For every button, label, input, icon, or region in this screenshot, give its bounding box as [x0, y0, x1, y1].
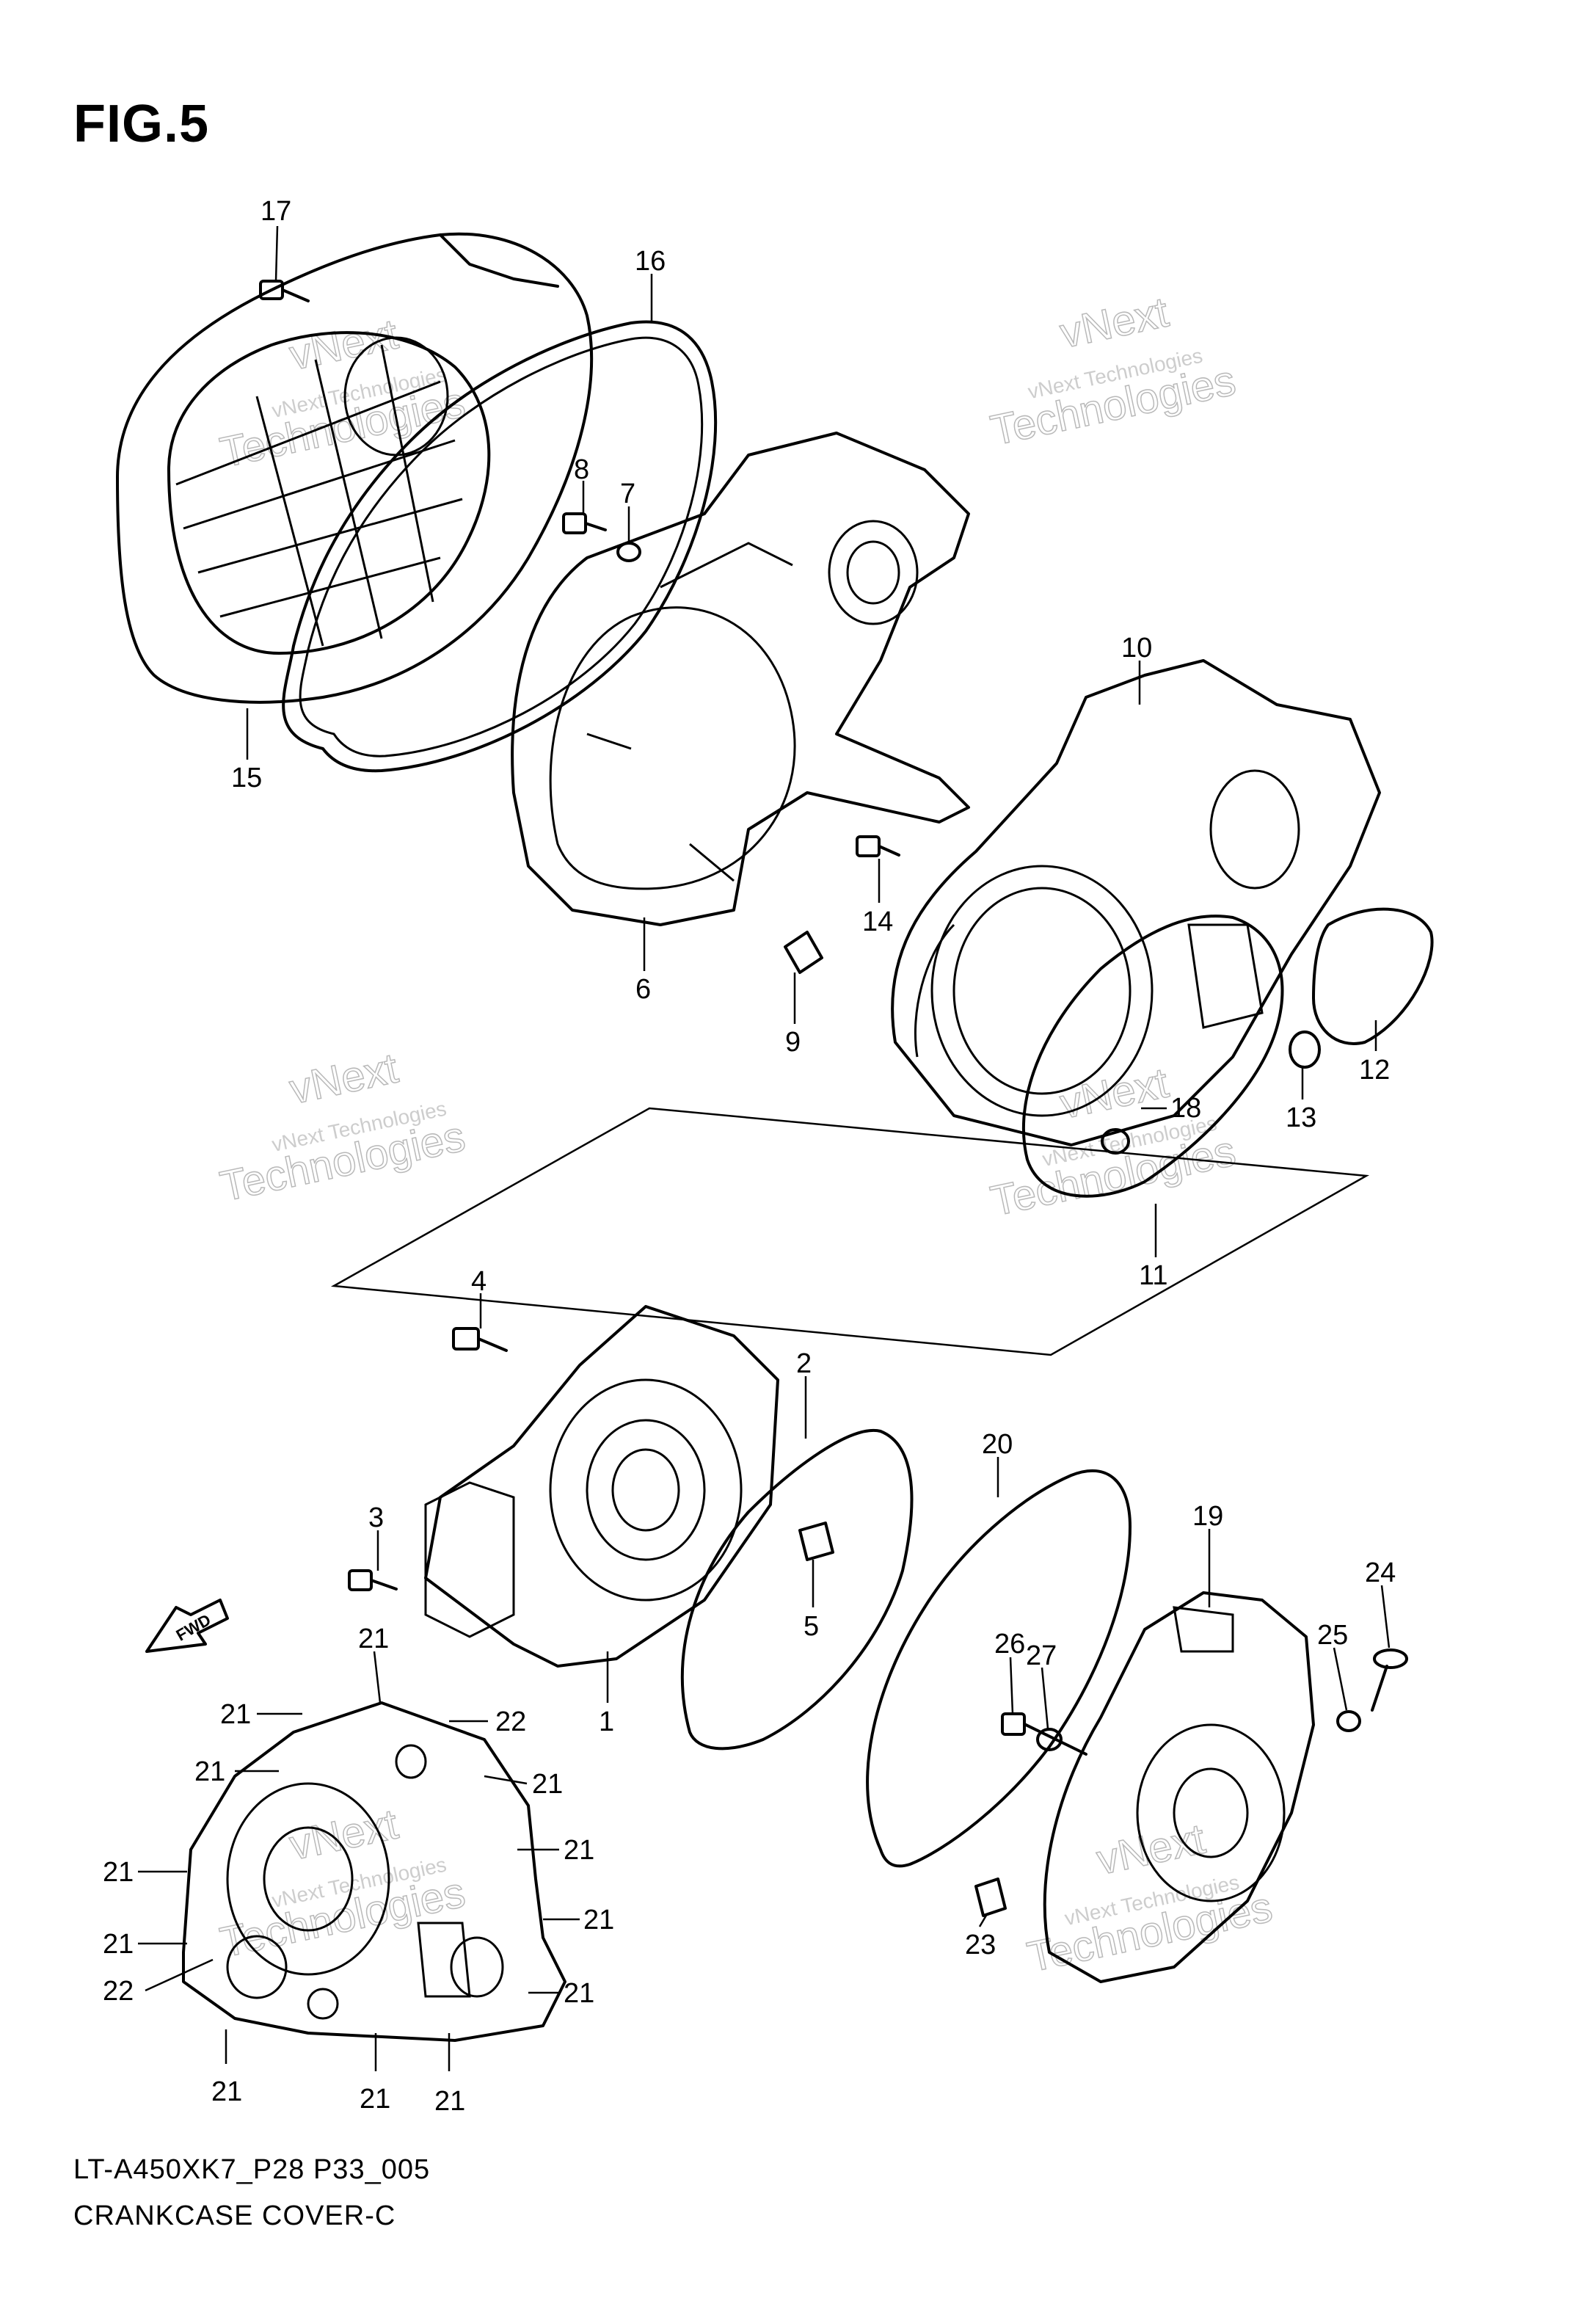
part-14-bolt: [856, 835, 900, 857]
callout-1: 1: [599, 1706, 614, 1737]
callout-13: 13: [1286, 1102, 1316, 1133]
part-25-o-ring: [1336, 1710, 1361, 1732]
part-3-bolt: [348, 1569, 398, 1591]
callout-14: 14: [862, 906, 893, 937]
part-2-gasket: [680, 1428, 914, 1751]
callout-12: 12: [1359, 1055, 1390, 1086]
callout-21-bottom-3: 21: [434, 2086, 465, 2117]
callout-21-right-2: 21: [564, 1835, 594, 1866]
callout-21-right-3: 21: [583, 1905, 614, 1935]
callout-17: 17: [260, 196, 291, 227]
assembly-plane-outline: [330, 1107, 1370, 1356]
callout-23: 23: [965, 1930, 996, 1960]
caption-model-code: LT-A450XK7_P28 P33_005: [73, 2154, 431, 2185]
callout-21-upper-left: 21: [220, 1699, 251, 1730]
callout-21-left-2: 21: [194, 1756, 225, 1787]
part-5-dowel: [798, 1522, 834, 1561]
part-8-bolt: [562, 512, 607, 534]
part-20-gasket: [866, 1469, 1132, 1868]
watermark-vnext: vNext: [1056, 1059, 1173, 1128]
part-1-inner-cover: [424, 1305, 779, 1668]
callout-21-top: 21: [358, 1624, 389, 1654]
callout-9: 9: [785, 1027, 801, 1058]
part-27-washer: [1036, 1728, 1063, 1751]
part-callouts: 17 16 15 8 7 6 9 10 14 12 13 18 11 4 2 3…: [103, 196, 1396, 2117]
part-11-gasket: [1021, 915, 1284, 1198]
callout-21-left-4: 21: [103, 1929, 134, 1960]
callout-21-left-3: 21: [103, 1857, 134, 1888]
leader-lines: [138, 225, 1391, 2071]
callout-4: 4: [471, 1266, 487, 1297]
cover-reference-view: [182, 1701, 566, 2042]
part-12-gasket: [1312, 907, 1434, 1045]
callout-21-right-4: 21: [564, 1978, 594, 2009]
part-4-bolt: [452, 1327, 508, 1352]
part-13-seal: [1289, 1030, 1321, 1069]
callout-2: 2: [796, 1348, 812, 1379]
callout-16: 16: [635, 246, 666, 277]
callout-10: 10: [1121, 633, 1152, 664]
forward-direction-arrow: FWD: [145, 1599, 229, 1653]
part-15-outer-cover: [116, 232, 594, 704]
fwd-label: FWD: [173, 1610, 214, 1645]
watermark-vnext: vNext: [285, 1800, 402, 1869]
callout-25: 25: [1317, 1620, 1348, 1651]
part-17-bolt: [259, 280, 310, 302]
callout-6: 6: [635, 974, 651, 1005]
caption-section-name: CRANKCASE COVER-C: [73, 2200, 396, 2231]
part-16-gasket: [282, 320, 718, 773]
callout-24: 24: [1365, 1557, 1396, 1588]
callout-21-bottom-1: 21: [211, 2076, 242, 2107]
part-19-outer-cover: [1043, 1591, 1315, 1983]
callout-11: 11: [1139, 1260, 1167, 1291]
callout-15: 15: [231, 763, 262, 793]
part-10-crankcase-cover: [891, 659, 1381, 1146]
part-6-cover-frame: [511, 432, 970, 926]
part-26-bolt: [1001, 1712, 1087, 1756]
callout-5: 5: [804, 1611, 819, 1642]
part-9-dowel: [784, 931, 823, 974]
callout-21-bottom-2: 21: [360, 2084, 390, 2115]
watermark-vnext: vNext: [1056, 288, 1173, 357]
callout-8: 8: [574, 454, 589, 485]
callout-3: 3: [368, 1502, 384, 1533]
callout-7: 7: [620, 479, 635, 509]
callout-21-right-1: 21: [532, 1769, 563, 1800]
watermark-vnext: vNext: [285, 310, 402, 379]
watermark-vnext: vNext: [285, 1044, 402, 1113]
callout-20: 20: [982, 1429, 1013, 1460]
callout-19: 19: [1192, 1501, 1223, 1532]
callout-18: 18: [1170, 1093, 1201, 1124]
callout-26: 26: [994, 1629, 1025, 1660]
part-23-dowel: [974, 1877, 1007, 1917]
part-7-washer: [616, 542, 641, 562]
callout-22-lower-left: 22: [103, 1976, 134, 2007]
callout-27: 27: [1026, 1640, 1057, 1671]
figure-title: FIG.5: [73, 95, 210, 153]
callout-22-upper-right: 22: [495, 1706, 526, 1737]
part-24-bolt: [1371, 1648, 1408, 1712]
